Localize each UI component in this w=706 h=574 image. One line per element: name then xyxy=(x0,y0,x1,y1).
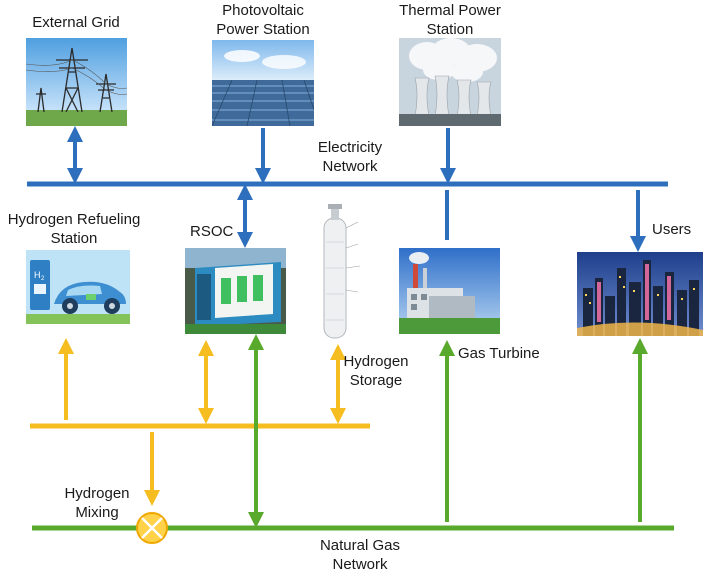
pv-station-text-2: Power Station xyxy=(216,21,310,38)
transmission-tower-icon xyxy=(26,38,127,126)
rsoc-text: RSOC xyxy=(190,223,234,240)
rsoc-label: RSOC xyxy=(190,222,233,241)
fuel-cell-icon xyxy=(185,248,286,334)
users-label: Users xyxy=(652,220,691,239)
natural-gas-network-label: Natural Gas Network xyxy=(300,536,420,574)
hrs-text-2: Station xyxy=(50,230,98,247)
city-skyline-icon xyxy=(577,252,703,336)
natural-gas-network-text-1: Natural Gas xyxy=(319,537,401,554)
pv-station-label: Photovoltaic Power Station xyxy=(200,1,326,39)
svg-text:H: H xyxy=(34,270,41,280)
thermal-station-text-2: Station xyxy=(426,21,474,38)
hrs-label: Hydrogen Refueling Station xyxy=(0,210,148,248)
external-grid-label: External Grid xyxy=(20,13,132,32)
hydrogen-mixing-label: Hydrogen Mixing xyxy=(58,484,136,522)
natural-gas-network-text-2: Network xyxy=(332,556,388,573)
svg-text:2: 2 xyxy=(41,276,45,282)
hydrogen-car-icon: H 2 xyxy=(26,250,130,324)
solar-panel-icon xyxy=(212,40,314,126)
gas-cylinder-icon xyxy=(310,198,376,344)
pv-station-text-1: Photovoltaic xyxy=(222,2,304,19)
hydrogen-mixing-text-1: Hydrogen xyxy=(64,485,130,502)
hrs-text-1: Hydrogen Refueling xyxy=(7,211,141,228)
power-plant-icon xyxy=(399,38,501,126)
thermal-station-text-1: Thermal Power xyxy=(399,2,501,19)
electricity-network-label: Electricity Network xyxy=(290,138,410,176)
hydrogen-storage-text-2: Storage xyxy=(349,372,403,389)
hydrogen-storage-text-1: Hydrogen xyxy=(343,353,409,370)
gas-turbine-plant-icon xyxy=(399,248,500,334)
electricity-network-text-2: Network xyxy=(322,158,378,175)
gas-turbine-text: Gas Turbine xyxy=(458,345,540,362)
gas-turbine-label: Gas Turbine xyxy=(458,344,540,363)
hydrogen-mixing-text-2: Mixing xyxy=(75,504,119,521)
thermal-station-label: Thermal Power Station xyxy=(386,1,514,39)
electricity-network-text-1: Electricity xyxy=(317,139,383,156)
hydrogen-storage-label: Hydrogen Storage xyxy=(336,352,416,390)
external-grid-text: External Grid xyxy=(32,14,120,31)
mixing-valve-icon xyxy=(136,512,168,544)
users-text: Users xyxy=(652,221,692,238)
